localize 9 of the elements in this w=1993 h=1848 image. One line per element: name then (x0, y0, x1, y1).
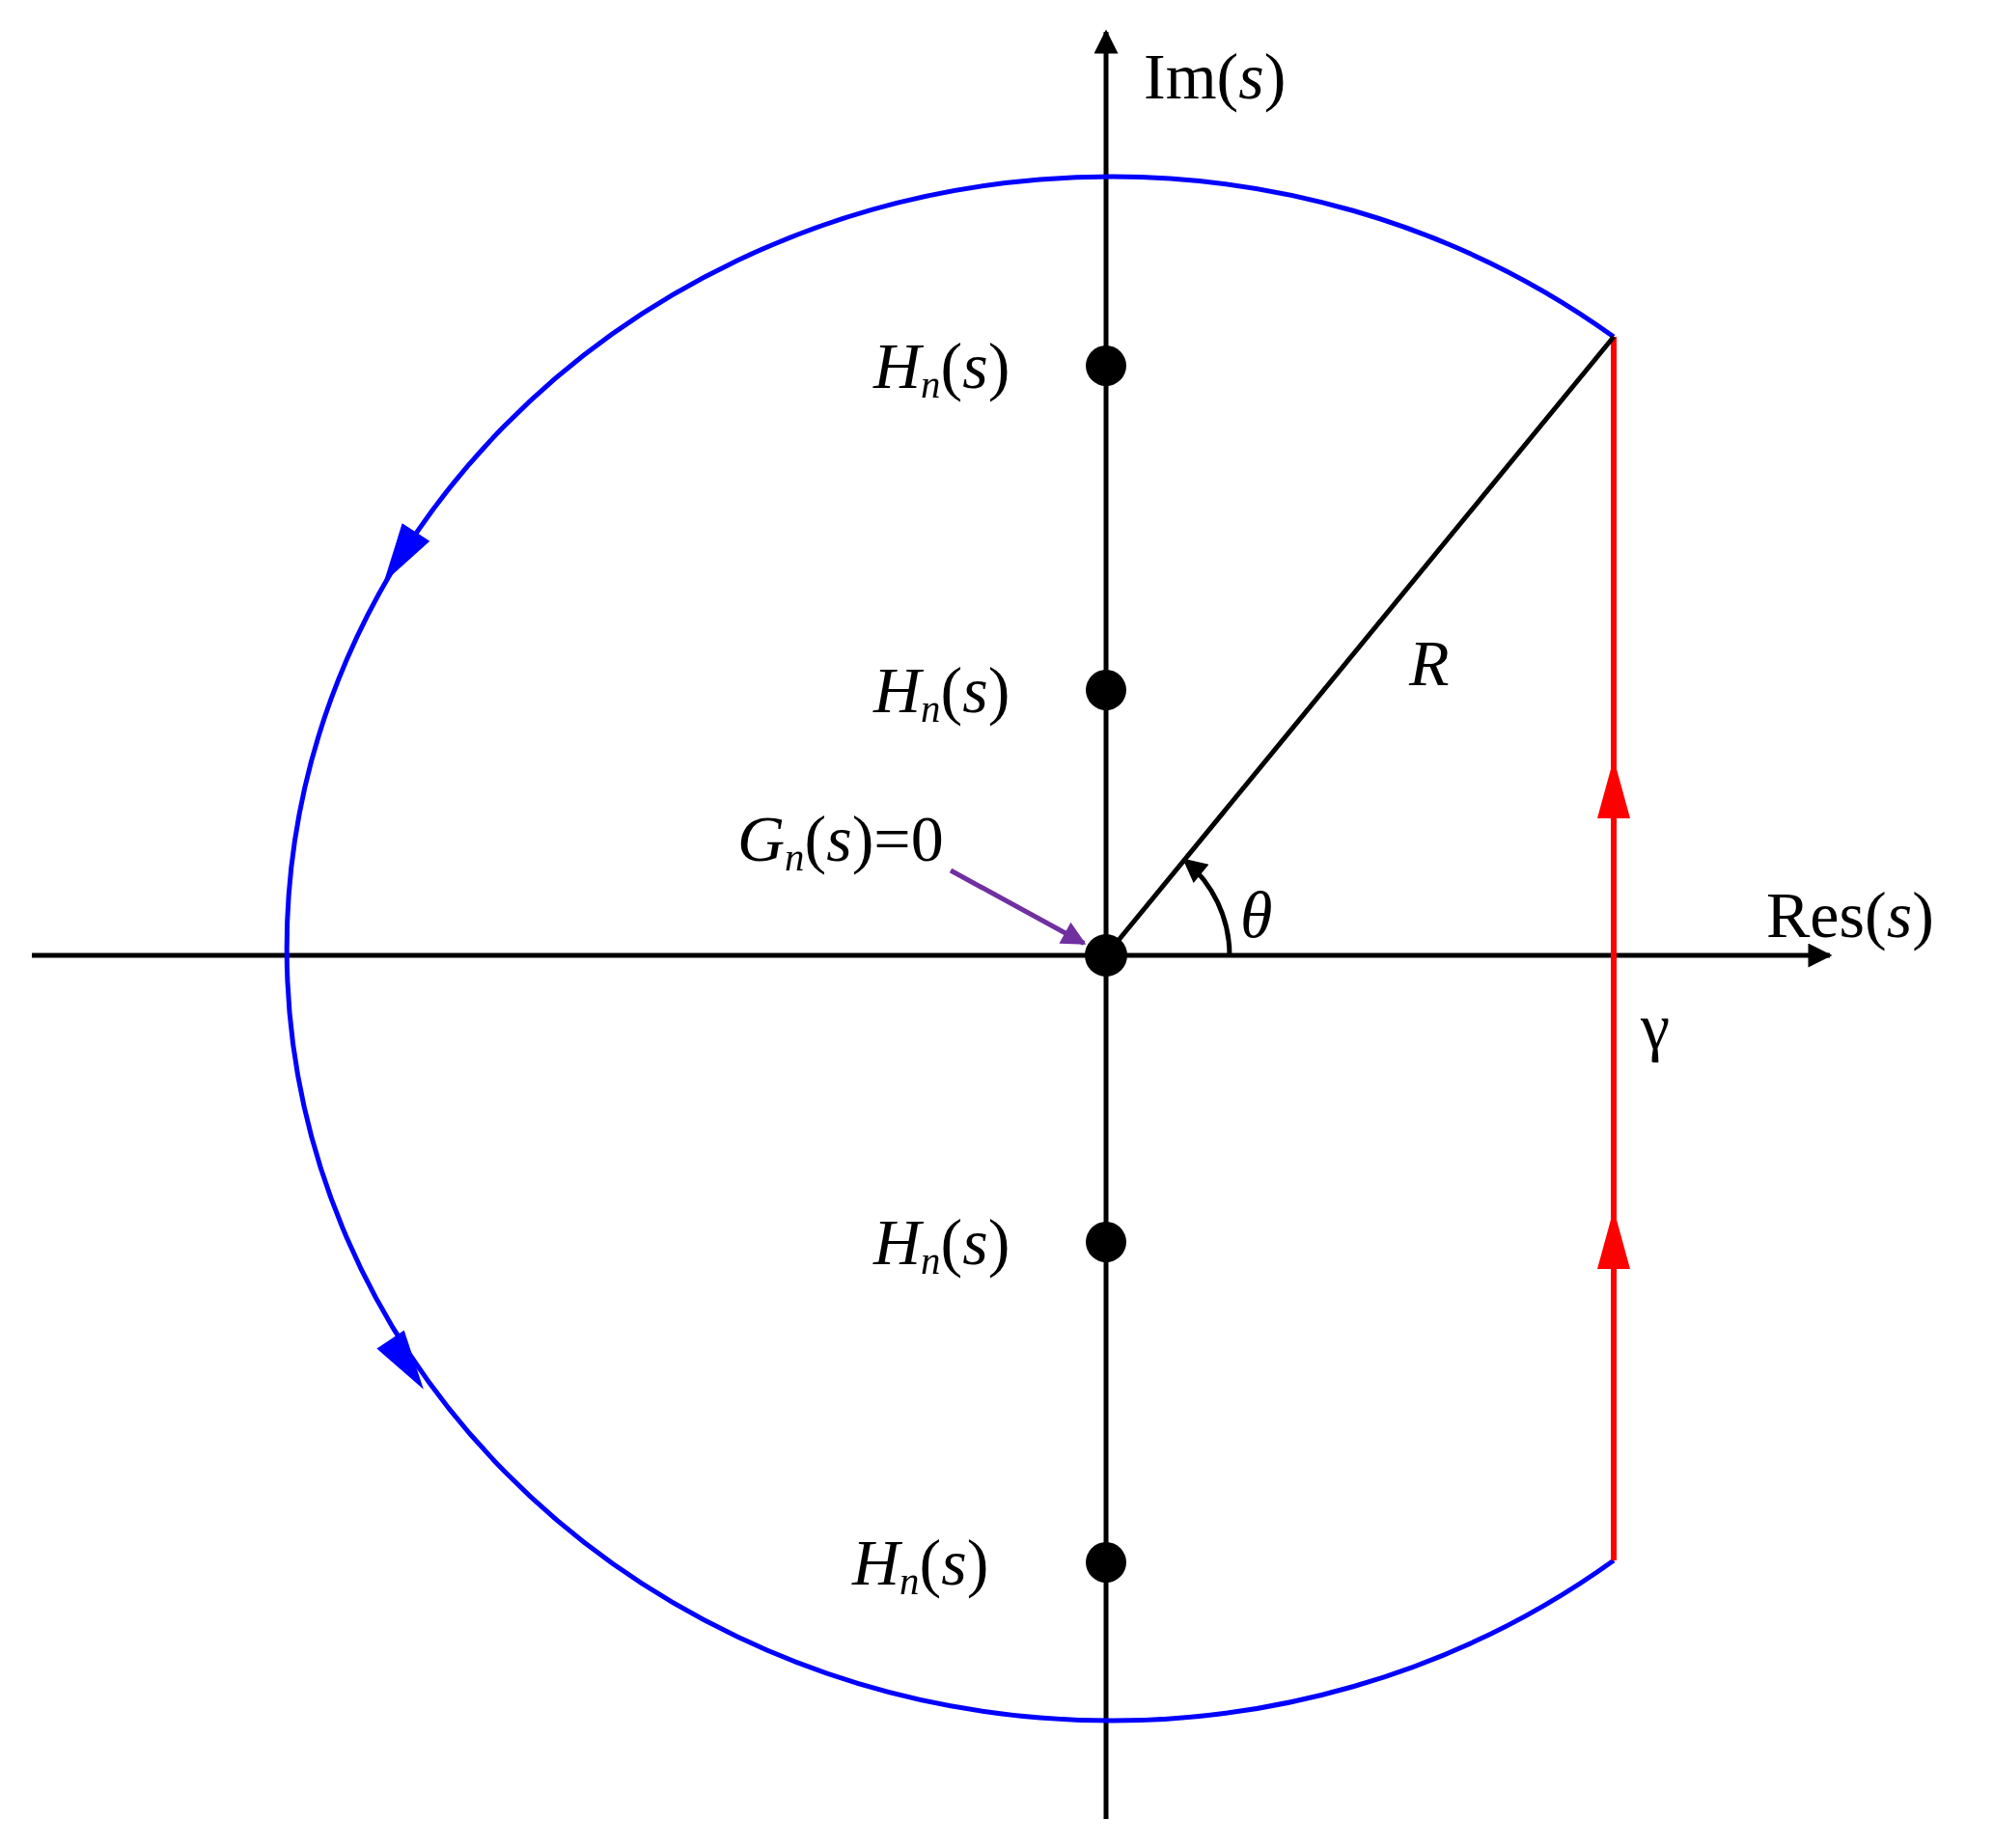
pole-label: H$_{n}$(s) (852, 1530, 989, 1602)
leader-arrow (949, 868, 1087, 946)
pole-label: H$_{n}$(s) (873, 657, 1010, 730)
angle-label: θ (1240, 882, 1273, 948)
pole-label: H$_{n}$(s) (873, 333, 1010, 405)
radius-label: R (1409, 630, 1450, 696)
zero-label: G$_{n}$(s)=0 (737, 806, 944, 878)
origin-point (1085, 934, 1127, 977)
pole-label: H$_{n}$(s) (873, 1209, 1010, 1282)
